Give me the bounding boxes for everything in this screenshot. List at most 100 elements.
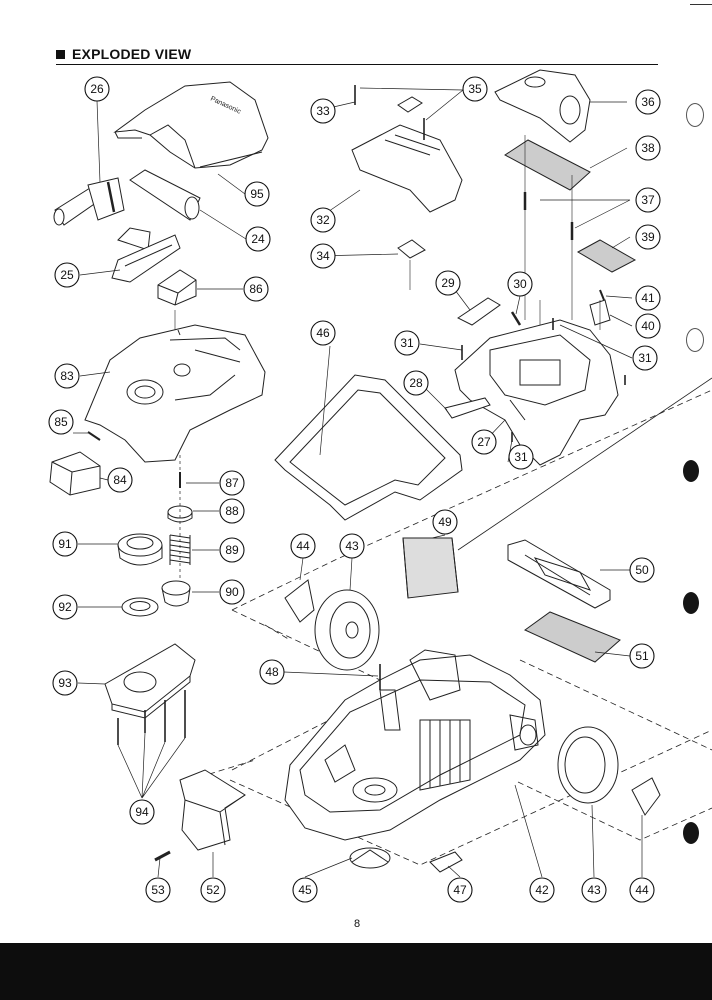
callout-40: 40 (635, 313, 661, 339)
callout-circle (529, 877, 555, 903)
part-crevice-24 (129, 169, 201, 221)
callout-52: 52 (200, 877, 226, 903)
callout-34: 34 (310, 243, 336, 269)
callout-92: 92 (52, 594, 78, 620)
part-housing-32 (351, 124, 463, 213)
callout-26: 26 (84, 76, 110, 102)
callout-label: 39 (641, 230, 655, 244)
callout-89: 89 (219, 537, 245, 563)
part-41 (599, 289, 605, 301)
callout-label: 49 (438, 515, 452, 529)
callout-88: 88 (219, 498, 245, 524)
callout-label: 91 (58, 537, 72, 551)
callout-33: 33 (310, 98, 336, 124)
callout-circle (471, 429, 497, 455)
callout-label: 86 (249, 282, 263, 296)
callout-label: 40 (641, 319, 655, 333)
callout-circle (310, 207, 336, 233)
callout-label: 83 (60, 369, 74, 383)
callout-circle (507, 271, 533, 297)
part-cover-36 (494, 69, 591, 143)
callout-label: 35 (468, 82, 482, 96)
callout-28: 28 (403, 370, 429, 396)
part-springs-37 (523, 192, 574, 240)
callout-37: 37 (635, 187, 661, 213)
callout-90: 90 (219, 579, 245, 605)
part-lower-body (284, 649, 546, 841)
callout-label: 42 (535, 883, 549, 897)
part-90 (161, 580, 191, 607)
callout-49: 49 (432, 509, 458, 535)
part-frame-50 (507, 539, 611, 609)
callout-36: 36 (635, 89, 661, 115)
callout-label: 53 (151, 883, 165, 897)
callout-label: 43 (345, 539, 359, 553)
callout-label: 38 (641, 141, 655, 155)
part-screws-31 (461, 318, 626, 442)
callout-label: 85 (54, 415, 68, 429)
callout-31: 31 (394, 330, 420, 356)
part-screws-94 (117, 690, 186, 745)
callout-35: 35 (462, 76, 488, 102)
callout-circle (259, 659, 285, 685)
callout-label: 92 (58, 600, 72, 614)
part-body-83 (84, 324, 266, 463)
callout-circle (635, 89, 661, 115)
part-brush-26 (53, 177, 125, 226)
callout-label: 28 (409, 376, 423, 390)
callout-label: 45 (298, 883, 312, 897)
part-45 (349, 847, 391, 869)
callout-label: 30 (513, 277, 527, 291)
callout-43: 43 (339, 533, 365, 559)
callout-circle (629, 557, 655, 583)
section-title: EXPLODED VIEW (72, 46, 192, 62)
callout-93: 93 (52, 670, 78, 696)
callout-85: 85 (48, 409, 74, 435)
part-sponge-51 (524, 611, 621, 663)
callout-circle (635, 313, 661, 339)
callout-circle (200, 877, 226, 903)
part-wheel-43-right (557, 726, 619, 804)
part-28 (444, 397, 491, 419)
part-84 (49, 451, 101, 496)
exploded-diagram: Panasonic (48, 69, 712, 903)
page-number: 8 (353, 918, 361, 930)
part-86 (157, 269, 197, 306)
binder-hole-open (686, 103, 704, 127)
callout-circle (48, 409, 74, 435)
callout-circle (219, 470, 245, 496)
part-30 (510, 311, 522, 326)
callout-91: 91 (52, 531, 78, 557)
callout-label: 44 (296, 539, 310, 553)
callout-circle (219, 579, 245, 605)
part-33 (397, 96, 423, 113)
callout-48: 48 (259, 659, 285, 685)
callout-43: 43 (581, 877, 607, 903)
callout-27: 27 (471, 429, 497, 455)
part-cap-44-left (284, 579, 315, 623)
callout-label: 31 (638, 351, 652, 365)
callout-label: 36 (641, 95, 655, 109)
callout-circle (394, 330, 420, 356)
callout-30: 30 (507, 271, 533, 297)
callout-circle (52, 531, 78, 557)
callout-50: 50 (629, 557, 655, 583)
callout-circle (292, 877, 318, 903)
callout-circle (145, 877, 171, 903)
callout-circle (632, 345, 658, 371)
callout-circle (447, 877, 473, 903)
callout-label: 34 (316, 249, 330, 263)
part-spring-53 (154, 850, 171, 862)
binder-hole-dark (683, 822, 699, 844)
binder-hole-open (686, 328, 704, 352)
part-filter-49 (402, 537, 459, 599)
callout-38: 38 (635, 135, 661, 161)
callout-circle (581, 877, 607, 903)
callout-circle (629, 877, 655, 903)
callout-circle (432, 509, 458, 535)
part-wheel-43-left (314, 589, 380, 671)
callout-44: 44 (629, 877, 655, 903)
part-34 (397, 239, 426, 259)
part-gear-88 (167, 505, 193, 523)
